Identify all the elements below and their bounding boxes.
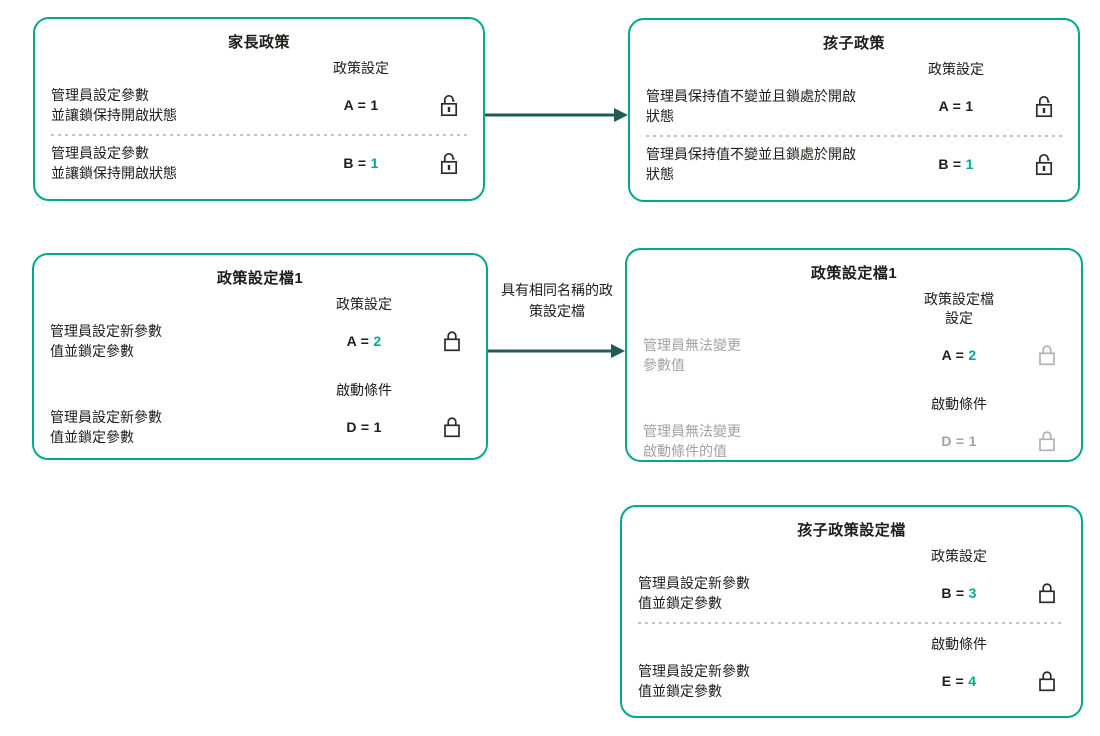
activation-rules-header: 啟動條件 bbox=[931, 636, 987, 652]
lock-closed-icon bbox=[441, 415, 463, 439]
param-value: A = 2 bbox=[941, 347, 977, 363]
lock-closed-icon bbox=[1036, 343, 1058, 367]
param-value: B = 3 bbox=[941, 585, 977, 601]
child-policy-profile-title: 孩子政策設定檔 bbox=[797, 522, 906, 539]
policy-settings-header: 政策設定 bbox=[928, 61, 984, 77]
row-label: 管理員設定新參數 值並鎖定參數 bbox=[638, 575, 750, 611]
row-label: 管理員無法變更 參數值 bbox=[643, 337, 741, 373]
param-value: D = 1 bbox=[941, 433, 977, 449]
policy-profile-child-box: 政策設定檔1 政策設定檔 設定 管理員無法變更 參數值 A = 2 啟動條件 管… bbox=[625, 248, 1083, 462]
policy-profile-parent-box: 政策設定檔1 政策設定 管理員設定新參數 值並鎖定參數 A = 2 啟動條件 管… bbox=[32, 253, 488, 460]
row-label: 管理員設定新參數 值並鎖定參數 bbox=[638, 663, 750, 699]
row-label: 管理員保持值不變並且鎖處於開啟 狀態 bbox=[646, 146, 856, 182]
policy-profile-title: 政策設定檔1 bbox=[216, 270, 304, 287]
row-label: 管理員設定新參數 值並鎖定參數 bbox=[50, 409, 162, 445]
lock-open-icon bbox=[1033, 94, 1055, 119]
row-label: 管理員設定參數 並讓鎖保持開啟狀態 bbox=[51, 145, 177, 181]
lock-open-icon bbox=[438, 93, 460, 118]
policy-settings-header: 政策設定 bbox=[336, 296, 392, 312]
param-value: B = 1 bbox=[343, 155, 379, 171]
lock-closed-icon bbox=[1036, 429, 1058, 453]
row-label: 管理員保持值不變並且鎖處於開啟 狀態 bbox=[646, 88, 856, 124]
param-value: B = 1 bbox=[938, 156, 974, 172]
param-value: E = 4 bbox=[941, 673, 977, 689]
dashed-divider bbox=[638, 622, 1065, 624]
policy-settings-header: 政策設定 bbox=[931, 548, 987, 564]
param-value: A = 2 bbox=[346, 333, 382, 349]
row-label: 管理員設定新參數 值並鎖定參數 bbox=[50, 323, 162, 359]
policy-settings-header: 政策設定 bbox=[333, 60, 389, 76]
parent-policy-title: 家長政策 bbox=[227, 34, 290, 51]
policy-profile-title: 政策設定檔1 bbox=[810, 265, 898, 282]
row-label: 管理員無法變更 啟動條件的值 bbox=[643, 423, 741, 459]
lock-closed-icon bbox=[1036, 581, 1058, 605]
lock-closed-icon bbox=[1036, 669, 1058, 693]
lock-open-icon bbox=[438, 151, 460, 176]
lock-closed-icon bbox=[441, 329, 463, 353]
dashed-divider bbox=[646, 135, 1062, 137]
child-policy-profile-box: 孩子政策設定檔 政策設定 管理員設定新參數 值並鎖定參數 B = 3 啟動條件 … bbox=[620, 505, 1083, 718]
param-value: D = 1 bbox=[346, 419, 382, 435]
dashed-divider bbox=[51, 134, 467, 136]
profile-arrow-label: 具有相同名稱的政 策設定檔 bbox=[501, 282, 613, 319]
activation-rules-header: 啟動條件 bbox=[931, 396, 987, 412]
param-value: A = 1 bbox=[938, 98, 974, 114]
arrow-right-icon bbox=[488, 344, 625, 358]
param-value: A = 1 bbox=[343, 97, 379, 113]
activation-rules-header: 啟動條件 bbox=[336, 382, 392, 398]
child-policy-box: 孩子政策 政策設定 管理員保持值不變並且鎖處於開啟 狀態 A = 1 管理員保持… bbox=[628, 18, 1080, 202]
arrow-right-icon bbox=[485, 108, 628, 122]
child-policy-title: 孩子政策 bbox=[822, 35, 885, 52]
lock-open-icon bbox=[1033, 152, 1055, 177]
profile-settings-header: 政策設定檔 設定 bbox=[924, 291, 994, 326]
parent-policy-box: 家長政策 政策設定 管理員設定參數 並讓鎖保持開啟狀態 A = 1 管理員設定參… bbox=[33, 17, 485, 201]
row-label: 管理員設定參數 並讓鎖保持開啟狀態 bbox=[51, 87, 177, 123]
